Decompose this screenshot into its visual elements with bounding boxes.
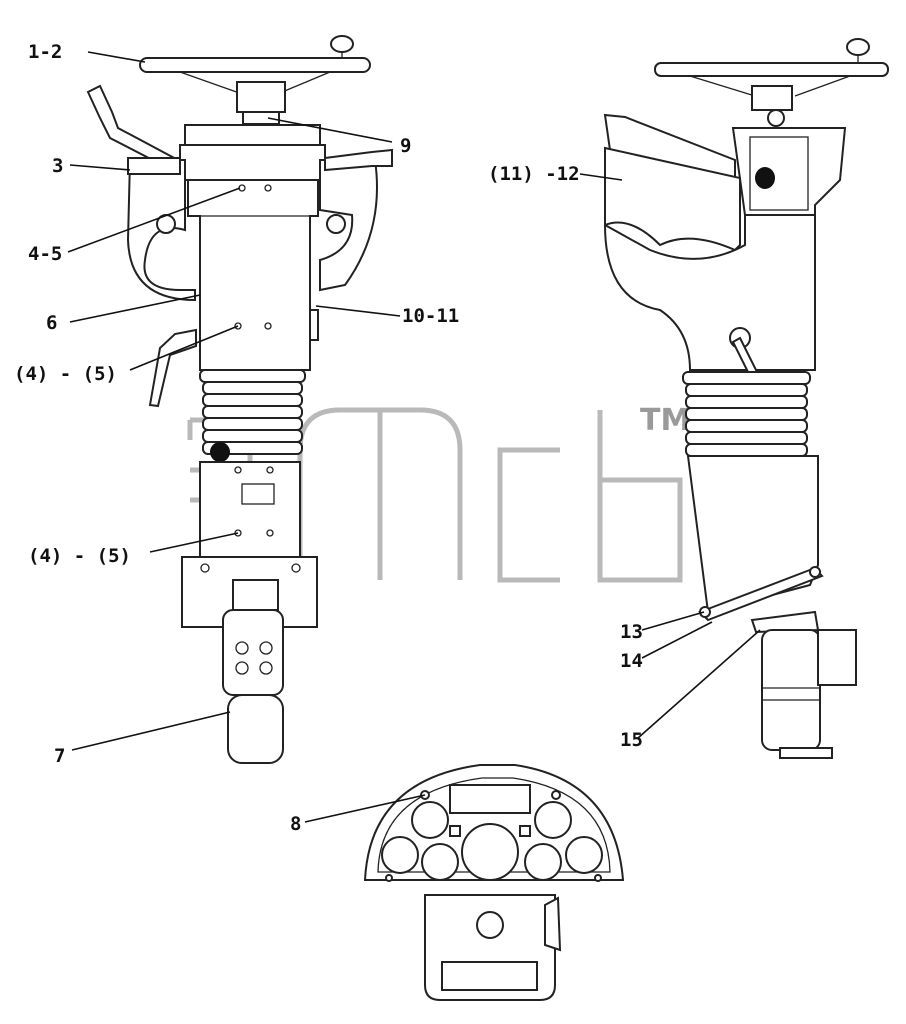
callout-1-2: 1-2 (28, 41, 62, 63)
side-motor-body (761, 629, 821, 751)
callout-8: 8 (290, 813, 301, 835)
gauge-left (381, 836, 419, 874)
callout-15: 15 (620, 729, 643, 751)
lower-mount-plate (199, 461, 301, 558)
motor-body (222, 609, 284, 696)
side-steering-hub (751, 85, 793, 111)
column-housing (187, 179, 319, 371)
side-lower-housing (686, 455, 819, 614)
gauge-main (461, 823, 519, 881)
callout-13: 13 (620, 621, 643, 643)
leader-lines (67, 51, 761, 823)
callout-11-12: (11) -12 (488, 163, 580, 185)
callout-4-5-lower: (4) - (5) (28, 545, 131, 567)
callout-7: 7 (54, 745, 65, 767)
gauge-right (565, 836, 603, 874)
wire-connector (324, 148, 393, 172)
side-view-assembly (603, 38, 889, 759)
pedestal-clip (544, 896, 562, 952)
top-plate (184, 124, 321, 146)
pedestal-hole (476, 911, 504, 939)
boot-bellows (199, 369, 306, 455)
steering-hub (236, 81, 286, 113)
side-boot-bellows (682, 371, 811, 457)
tilted-instrument-panel (603, 113, 736, 182)
steering-wheel-rim (139, 57, 371, 73)
callout-10-11: 10-11 (402, 305, 459, 327)
side-motor-pins (779, 747, 833, 759)
gauge-upper-right (534, 801, 572, 839)
gauge-center-left (421, 843, 459, 881)
head-plate (749, 136, 809, 211)
bracket-bolt-plate (127, 157, 181, 175)
hub-nut (242, 111, 280, 125)
watermark-letter-c (497, 447, 560, 583)
callout-3: 3 (52, 155, 63, 177)
spinner-knob (330, 35, 354, 53)
gauge-center-right (524, 843, 562, 881)
warning-lamp-left (449, 825, 461, 837)
callout-9: 9 (400, 135, 411, 157)
callout-6: 6 (46, 312, 57, 334)
panel-housing (604, 146, 741, 252)
motor-end-cap (227, 694, 284, 764)
watermark-trademark: TM (640, 403, 690, 438)
callout-4-5-upper: (4) - (5) (14, 363, 117, 385)
cluster-display (449, 784, 531, 814)
watermark-letter-b (597, 410, 683, 583)
pedestal-label-plate (441, 961, 538, 991)
side-steering-wheel (654, 62, 889, 77)
motor-coupling (232, 579, 279, 611)
gauge-upper-left (411, 801, 449, 839)
side-motor-connector (817, 629, 857, 686)
front-view-assembly (86, 35, 393, 764)
callout-4-5: 4-5 (28, 243, 62, 265)
side-spinner-knob (846, 38, 870, 56)
instrument-cluster (363, 764, 625, 1001)
callout-14: 14 (620, 650, 643, 672)
grommet (210, 442, 230, 462)
adjust-lever (148, 328, 197, 408)
right-mount-bracket (319, 159, 378, 292)
plate-slot (241, 483, 275, 505)
callout-labels: 1-2 3 4-5 6 (4) - (5) (4) - (5) 7 8 9 10… (14, 41, 643, 835)
watermark-letter-m (297, 407, 463, 580)
warning-lamp-right (519, 825, 531, 837)
side-grommet (755, 167, 775, 189)
side-column-housing (603, 214, 816, 371)
column-head (179, 144, 326, 181)
side-switch (309, 309, 319, 341)
